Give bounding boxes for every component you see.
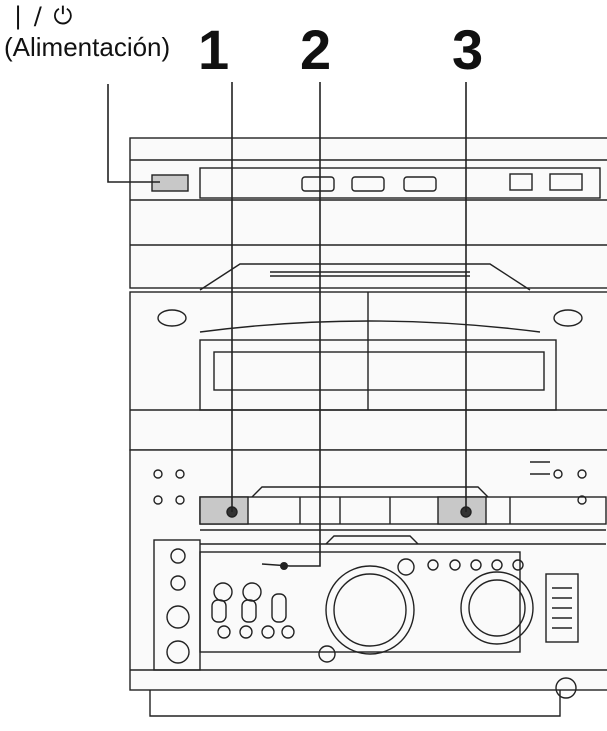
callout-1: 1: [198, 18, 230, 81]
amp-unit: [129, 449, 607, 691]
jog-dial: [460, 571, 534, 645]
cd-button-c: [403, 176, 437, 192]
tape-window: [213, 351, 545, 391]
dial-marker-2: [280, 562, 288, 570]
button-1-highlight: [199, 496, 249, 525]
cd-button-b: [351, 176, 385, 192]
power-label: (Alimentación): [4, 32, 171, 62]
power-leader-line: [107, 84, 160, 183]
callout-2: 2: [300, 18, 332, 81]
power-symbol: | / ⏻: [14, 2, 75, 30]
leader-line-2: [261, 82, 321, 567]
power-button-highlight: [151, 174, 189, 192]
volume-dial: [325, 565, 415, 655]
side-slider: [545, 573, 579, 643]
callout-3: 3: [452, 18, 484, 81]
top-unit: [129, 137, 607, 289]
cd-display-panel: [199, 167, 601, 199]
cd-button-a: [301, 176, 335, 192]
cd-button-e: [549, 173, 583, 191]
left-knob: [157, 309, 187, 327]
cd-button-d: [509, 173, 533, 191]
right-knob: [553, 309, 583, 327]
